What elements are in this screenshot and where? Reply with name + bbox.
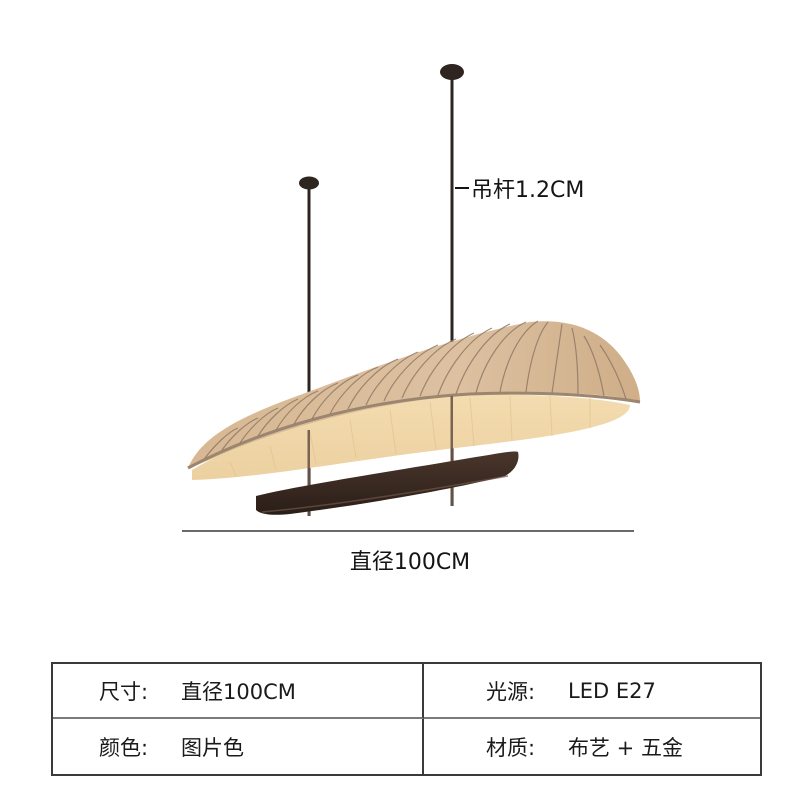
product-figure: 吊杆1.2CM 直径100CM <box>182 64 641 575</box>
width-dimension-label: 直径100CM <box>349 550 471 575</box>
left-suspension-rod <box>299 176 319 516</box>
right-rod-lower <box>450 396 453 506</box>
rod-diameter-label: 吊杆1.2CM <box>471 178 585 203</box>
spec-color-value: 图片色 <box>181 735 244 760</box>
left-rod-lower <box>307 430 310 516</box>
spec-material-value: 布艺 + 五金 <box>568 735 683 760</box>
led-light-bar <box>256 451 519 515</box>
width-dimension-line <box>182 530 634 532</box>
rod-label-tick <box>455 187 469 189</box>
spec-light-source: 光源: LED E27 <box>424 664 760 719</box>
fabric-shade <box>187 320 641 480</box>
right-suspension-rod <box>440 64 464 506</box>
spec-color: 颜色: 图片色 <box>53 719 424 774</box>
spec-color-key: 颜色: <box>99 735 149 760</box>
spec-light-source-value: LED E27 <box>568 678 656 703</box>
spec-size-key: 尺寸: <box>99 679 149 704</box>
pendant-lamp-illustration <box>187 64 641 516</box>
spec-size: 尺寸: 直径100CM <box>53 664 424 719</box>
spec-light-source-key: 光源: <box>486 679 536 704</box>
spec-material: 材质: 布艺 + 五金 <box>424 719 760 774</box>
spec-material-key: 材质: <box>486 735 536 760</box>
spec-table: 尺寸: 直径100CM 光源: LED E27 颜色: 图片色 材质: 布艺 +… <box>51 662 762 776</box>
spec-size-value: 直径100CM <box>181 679 296 704</box>
